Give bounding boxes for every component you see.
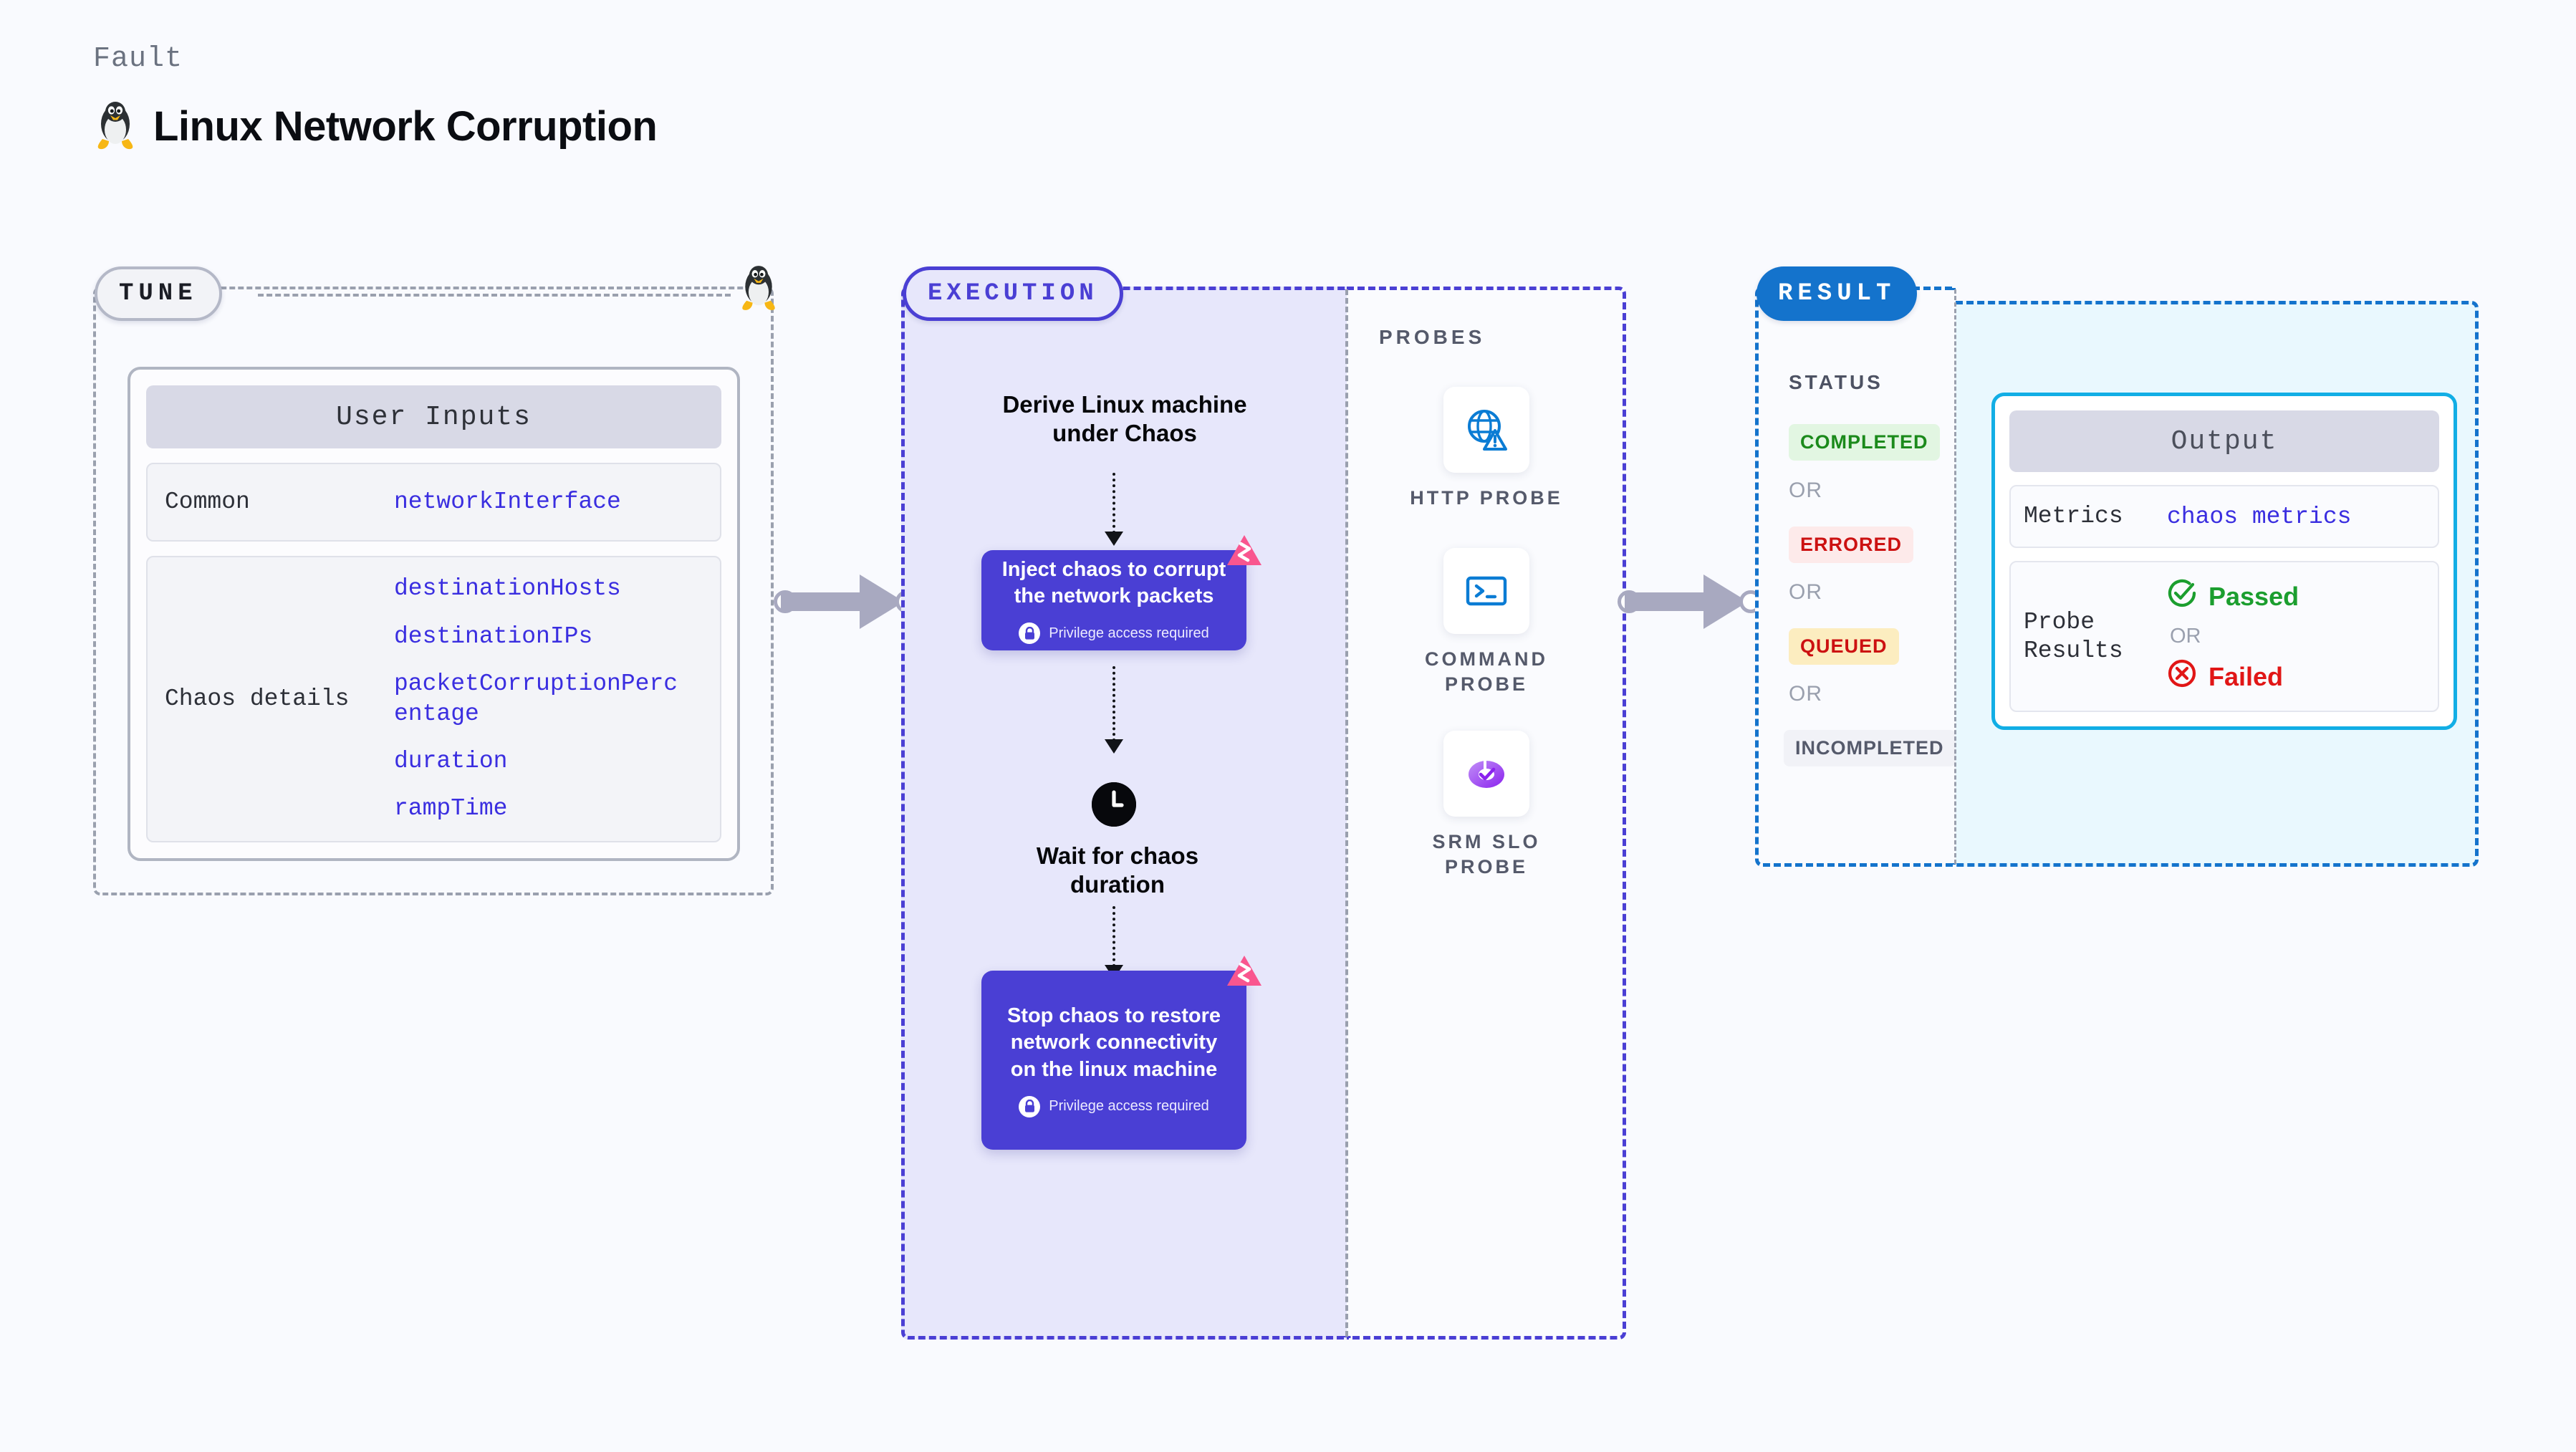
status-or-2: OR (1789, 580, 1822, 604)
privilege-note-text: Privilege access required (1049, 1098, 1209, 1115)
status-badge-queued: QUEUED (1789, 628, 1899, 665)
tune-row-key: Chaos details (165, 686, 350, 713)
probes-section-label: PROBES (1379, 326, 1486, 348)
output-title: Output (2009, 410, 2439, 472)
connector-shaft (1625, 592, 1718, 611)
privilege-note-text: Privilege access required (1049, 625, 1209, 641)
tune-value[interactable]: destinationIPs (394, 622, 593, 650)
probes-divider (1345, 289, 1348, 1337)
privilege-note: Privilege access required (1019, 622, 1209, 645)
output-row-probe-results: Probe Results Passed OR (2009, 561, 2439, 713)
execution-step-wait-duration: Wait for chaos duration (1036, 842, 1199, 898)
tune-stage-container (93, 287, 774, 895)
status-badge-completed: COMPLETED (1789, 424, 1940, 461)
tune-value[interactable]: networkInterface (394, 488, 621, 515)
flow-arrow-line (1112, 473, 1115, 534)
probe-label: COMMAND PROBE (1425, 648, 1548, 696)
probe-item-command[interactable]: COMMAND PROBE (1393, 548, 1580, 697)
flow-arrow-line (1112, 666, 1115, 741)
execution-badge[interactable]: EXECUTION (903, 266, 1123, 321)
page-title: Linux Network Corruption (153, 103, 658, 150)
output-row-key: Metrics (2024, 503, 2123, 529)
probe-label: HTTP PROBE (1410, 487, 1563, 509)
tune-linux-penguin-icon (738, 264, 779, 314)
tune-value[interactable]: rampTime (394, 795, 508, 822)
output-metrics-value[interactable]: chaos metrics (2167, 503, 2352, 530)
tune-row-common: Common networkInterface (146, 463, 721, 542)
status-or-1: OR (1789, 479, 1822, 502)
flow-arrow-line (1112, 906, 1115, 967)
probe-label: SRM SLO PROBE (1432, 831, 1541, 878)
execution-stage-container (901, 287, 1347, 1340)
probe-result-fail-label: Failed (2209, 661, 2284, 691)
status-badge-incompleted: INCOMPLETED (1784, 730, 1956, 766)
output-row-key: Probe Results (2024, 608, 2123, 664)
globe-warning-icon (1443, 387, 1529, 473)
page-header: Fault Linux Network Corruption (93, 43, 658, 153)
flow-arrow-head (1105, 532, 1123, 546)
clock-icon (1092, 782, 1136, 827)
result-stage-container (1755, 287, 1956, 867)
tune-row-chaos-details: Chaos details destinationHosts destinati… (146, 556, 721, 842)
check-circle-icon (2167, 578, 2197, 615)
output-row-metrics: Metrics chaos metrics (2009, 485, 2439, 549)
execution-card-title: Inject chaos to corrupt the network pack… (1001, 557, 1226, 607)
srm-slo-donut-icon (1443, 731, 1529, 817)
connector-tune-to-execution (774, 559, 918, 645)
connector-shaft (781, 592, 874, 611)
tune-row-values: destinationHosts destinationIPs packetCo… (394, 574, 688, 824)
flow-arrow-head (1105, 739, 1123, 754)
status-badge-errored: ERRORED (1789, 527, 1914, 563)
linux-penguin-icon (93, 100, 138, 153)
tune-row-values: networkInterface (394, 487, 621, 517)
connector-execution-to-result (1618, 559, 1762, 645)
status-section-label: STATUS (1789, 371, 1883, 393)
probe-result-failed: Failed (2167, 658, 2299, 695)
tune-row-key: Common (165, 489, 250, 516)
execution-card-title: Stop chaos to restore network connectivi… (1006, 1004, 1221, 1081)
probe-result-passed: Passed (2167, 578, 2299, 615)
tune-value[interactable]: packetCorruptionPercentage (394, 670, 678, 727)
probe-item-http[interactable]: HTTP PROBE (1393, 387, 1580, 511)
tune-badge-connector-line (258, 294, 731, 297)
x-circle-icon (2167, 658, 2197, 695)
probe-result-pass-label: Passed (2209, 581, 2299, 611)
title-row: Linux Network Corruption (93, 100, 658, 153)
tune-value[interactable]: destinationHosts (394, 575, 621, 602)
privilege-note: Privilege access required (1019, 1095, 1209, 1117)
lock-icon (1019, 622, 1041, 645)
output-card: Output Metrics chaos metrics Probe Resul… (1991, 393, 2457, 731)
tune-badge[interactable]: TUNE (95, 266, 222, 321)
result-divider (1954, 289, 1956, 864)
execution-step-derive-machine: Derive Linux machine under Chaos (1002, 391, 1247, 447)
lock-icon (1019, 1095, 1041, 1117)
probe-result-or: OR (2170, 625, 2201, 648)
execution-card-inject-chaos[interactable]: Inject chaos to corrupt the network pack… (981, 535, 1261, 650)
terminal-icon (1443, 548, 1529, 634)
tune-value[interactable]: duration (394, 748, 508, 775)
status-or-3: OR (1789, 682, 1822, 706)
user-inputs-title: User Inputs (146, 385, 721, 448)
user-inputs-card: User Inputs Common networkInterface Chao… (128, 367, 740, 861)
probe-results-values: Passed OR Failed (2167, 578, 2299, 695)
execution-card-stop-chaos[interactable]: Stop chaos to restore network connectivi… (981, 956, 1261, 1150)
probe-item-srm-slo[interactable]: SRM SLO PROBE (1393, 731, 1580, 880)
result-badge[interactable]: RESULT (1756, 266, 1918, 321)
fault-kicker: Fault (93, 43, 183, 75)
